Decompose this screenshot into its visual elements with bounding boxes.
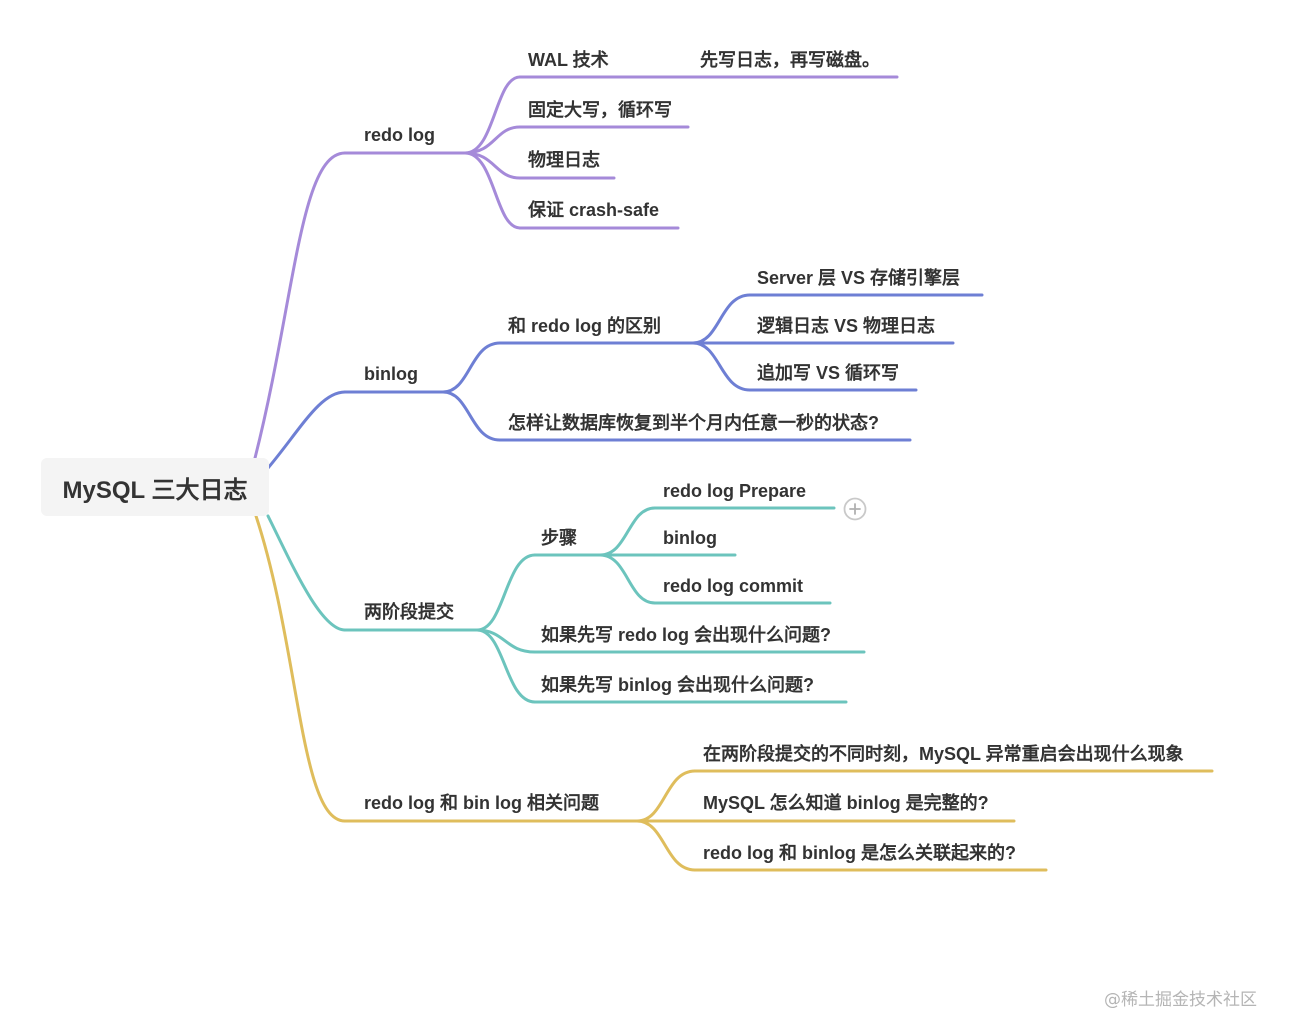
node-binlog[interactable]: binlog	[364, 364, 418, 384]
node-steps[interactable]: 步骤	[541, 528, 577, 548]
node-related-restart[interactable]: 在两阶段提交的不同时刻，MySQL 异常重启会出现什么现象	[703, 744, 1184, 764]
edge-root-twophase	[266, 514, 347, 632]
edge-binlog-recover	[441, 390, 502, 442]
node-diff-logical[interactable]: 逻辑日志 VS 物理日志	[757, 316, 936, 336]
node-wal[interactable]: WAL 技术	[528, 50, 609, 70]
node-question-binlog-first[interactable]: 如果先写 binlog 会出现什么问题?	[541, 675, 814, 695]
node-diff-layer[interactable]: Server 层 VS 存储引擎层	[757, 268, 961, 288]
node-two-phase-commit[interactable]: 两阶段提交	[364, 602, 454, 622]
edge-diff-0	[691, 293, 752, 345]
node-related-link[interactable]: redo log 和 binlog 是怎么关联起来的?	[703, 843, 1016, 863]
edge-root-redo	[253, 151, 347, 460]
node-related-complete[interactable]: MySQL 怎么知道 binlog 是完整的?	[703, 793, 989, 813]
node-step-binlog[interactable]: binlog	[663, 528, 717, 548]
edge-diff-2	[691, 341, 752, 392]
node-physical-log[interactable]: 物理日志	[528, 150, 600, 170]
edge-related-0	[635, 769, 697, 823]
expand-plus-icon[interactable]	[842, 496, 868, 522]
node-redo-log[interactable]: redo log	[364, 125, 435, 145]
node-fixed-size[interactable]: 固定大写，循环写	[528, 100, 672, 120]
edge-binlog-diff	[441, 341, 502, 394]
edge-twophase-steps	[475, 553, 537, 632]
watermark-text: @稀土掘金技术社区	[1104, 990, 1257, 1010]
edge-redo-crash	[463, 151, 522, 230]
edge-steps-0	[598, 506, 657, 557]
root-node[interactable]: MySQL 三大日志	[41, 458, 269, 516]
edge-twophase-q2	[475, 628, 537, 704]
edge-root-binlog	[266, 390, 347, 470]
node-question-redo-first[interactable]: 如果先写 redo log 会出现什么问题?	[541, 625, 831, 645]
edge-root-related	[254, 514, 347, 823]
node-binlog-recover[interactable]: 怎样让数据库恢复到半个月内任意一秒的状态?	[508, 413, 879, 433]
edge-related-2	[635, 819, 697, 872]
edge-redo-wal	[463, 75, 522, 155]
node-step-prepare[interactable]: redo log Prepare	[663, 481, 807, 501]
node-related-questions[interactable]: redo log 和 bin log 相关问题	[364, 793, 599, 813]
node-diff-append[interactable]: 追加写 VS 循环写	[757, 363, 900, 383]
node-binlog-diff[interactable]: 和 redo log 的区别	[508, 316, 661, 336]
edge-steps-2	[598, 553, 657, 605]
node-step-commit[interactable]: redo log commit	[663, 576, 804, 596]
node-wal-note: 先写日志，再写磁盘。	[700, 50, 880, 70]
node-crash-safe[interactable]: 保证 crash-safe	[528, 200, 660, 220]
